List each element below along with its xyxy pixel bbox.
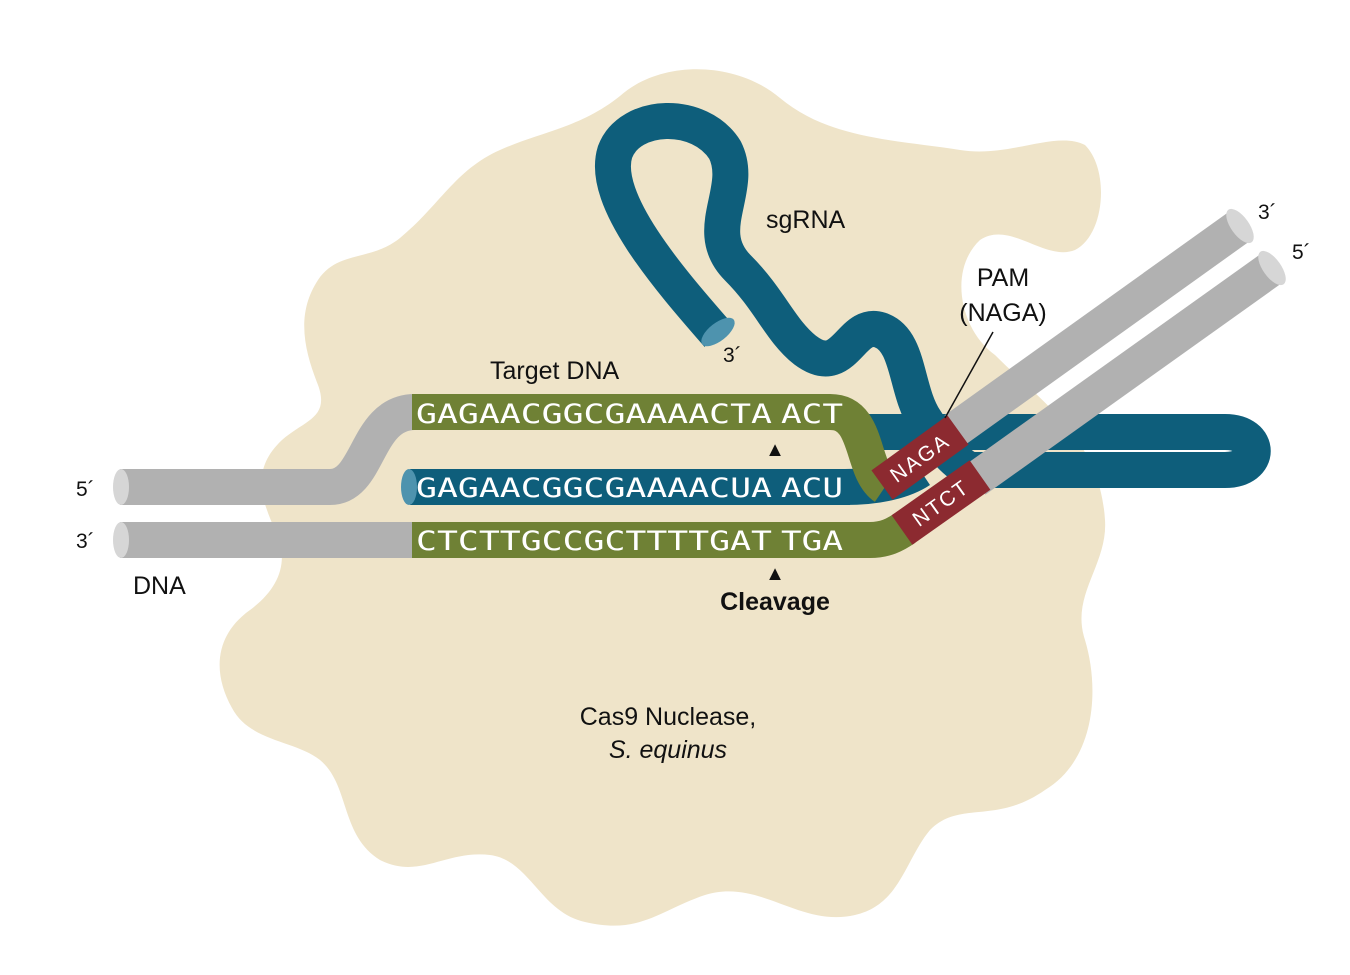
dna-right-gray <box>944 208 1286 495</box>
nuclease-label-line1: Cas9 Nuclease, <box>580 703 756 731</box>
nuclease-label-line2: S. equinus <box>609 736 727 764</box>
cleavage-label: Cleavage <box>720 588 830 616</box>
right-top-end-label: 3´ <box>1258 201 1277 224</box>
rna-strand-sequence-a: GAGAACGGCGAAAACUA <box>416 473 772 504</box>
right-bottom-end-label: 5´ <box>1292 241 1311 264</box>
sgrna-3prime-end <box>701 317 735 347</box>
dna-left-gray <box>113 394 418 558</box>
dna-label: DNA <box>133 572 186 600</box>
sgrna-label: sgRNA <box>766 206 846 234</box>
cut-marker-top: ▲ <box>765 439 785 461</box>
dna-left-bottom-end <box>113 522 129 558</box>
complement-strand-sequence-a: CTCTTGCCGCTTTTGAT <box>416 526 772 557</box>
target-dna-label: Target DNA <box>490 357 620 385</box>
left-bottom-end-label: 3´ <box>76 530 95 553</box>
pam-label-line1: PAM <box>977 264 1029 292</box>
left-top-end-label: 5´ <box>76 478 95 501</box>
pam-label-line2: (NAGA) <box>959 299 1047 327</box>
pam-top-segment: NAGA <box>871 415 969 500</box>
complement-strand-sequence-b: TGA <box>781 526 843 557</box>
rna-strand-left-end <box>401 469 417 505</box>
dna-right-top-end <box>1226 208 1254 244</box>
dna-left-top-end <box>113 469 129 505</box>
target-strand-sequence-b: ACT <box>781 399 843 430</box>
pam-callout-line <box>944 331 994 419</box>
target-strand-sequence-a: GAGAACGGCGAAAACTA <box>416 399 772 430</box>
target-dna-strands <box>412 394 916 558</box>
dna-right-bottom-end <box>1258 250 1286 286</box>
sgrna-3prime-label: 3´ <box>723 344 742 367</box>
cut-marker-bottom: ▲ <box>765 563 785 585</box>
rna-strand-sequence-b: ACU <box>781 473 843 504</box>
